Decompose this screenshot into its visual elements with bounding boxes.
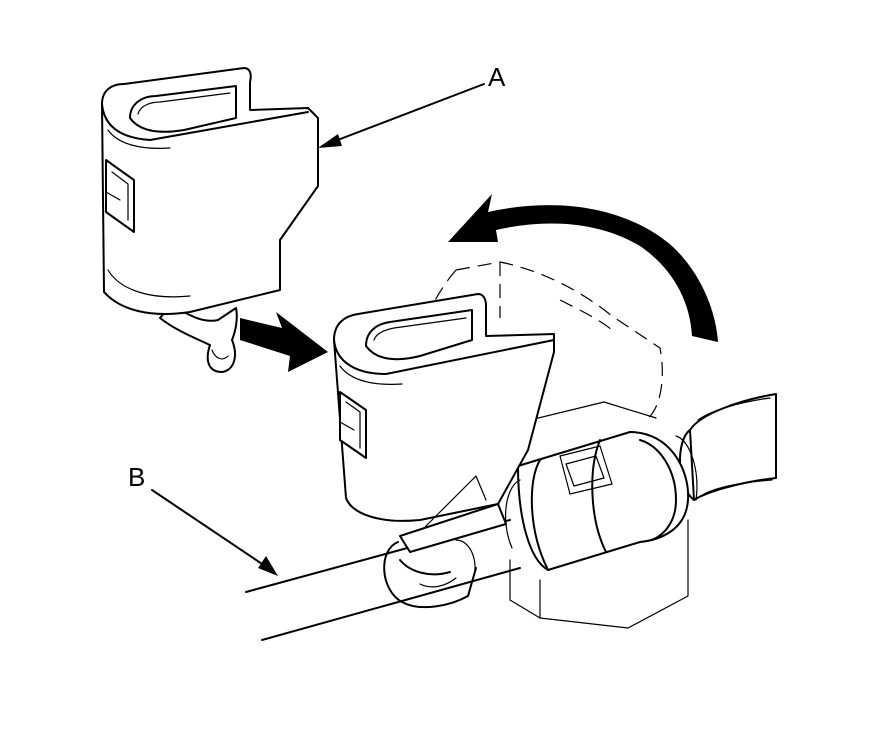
leader-line-b (151, 489, 275, 573)
leader-line-a (321, 83, 485, 147)
label-a: A (488, 62, 506, 92)
hose (679, 393, 777, 501)
installed-clip (333, 293, 555, 609)
push-arrow (240, 312, 328, 372)
rotation-arrow (448, 194, 718, 342)
quick-connector (505, 431, 698, 571)
fuel-tube (245, 519, 521, 641)
leader-arrowhead-a (318, 134, 342, 148)
removed-clip (101, 67, 319, 373)
leader-arrowhead-b (258, 556, 278, 576)
label-b: B (128, 462, 145, 492)
